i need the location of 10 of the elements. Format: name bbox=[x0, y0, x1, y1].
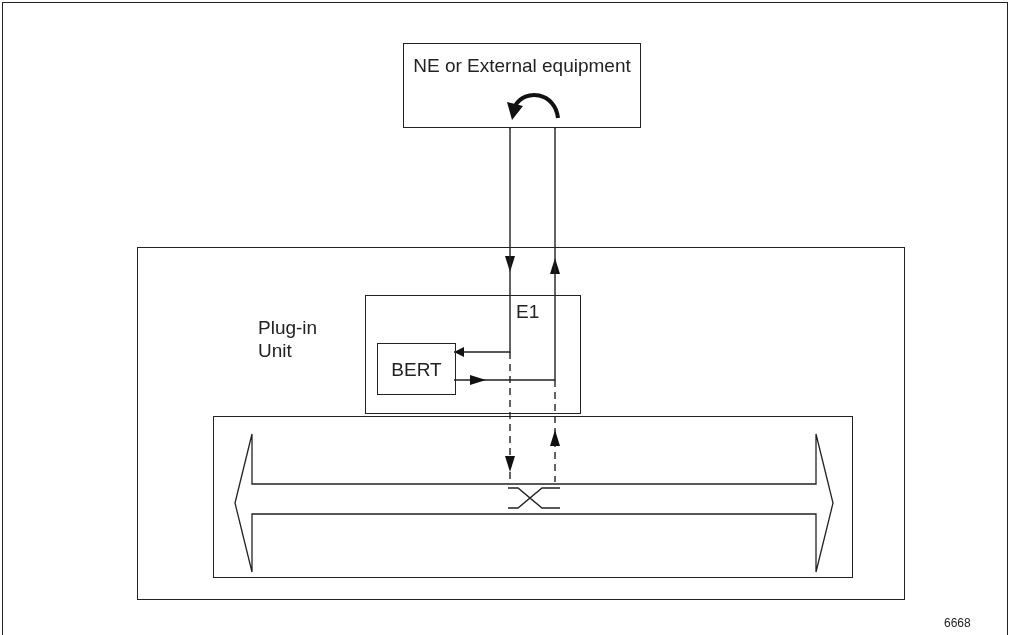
signal-label: E1 bbox=[516, 300, 540, 323]
node-label: NE or External equipment bbox=[412, 54, 632, 77]
node-label: BERT bbox=[390, 357, 443, 381]
test-box bbox=[377, 343, 456, 395]
network-element-box bbox=[137, 247, 905, 600]
node-label: Plug-in Unit bbox=[258, 316, 319, 362]
equipment-box bbox=[403, 43, 641, 128]
double-arrow bbox=[234, 433, 834, 573]
figure-number: 6668 bbox=[944, 615, 971, 632]
switch-box bbox=[213, 416, 853, 578]
